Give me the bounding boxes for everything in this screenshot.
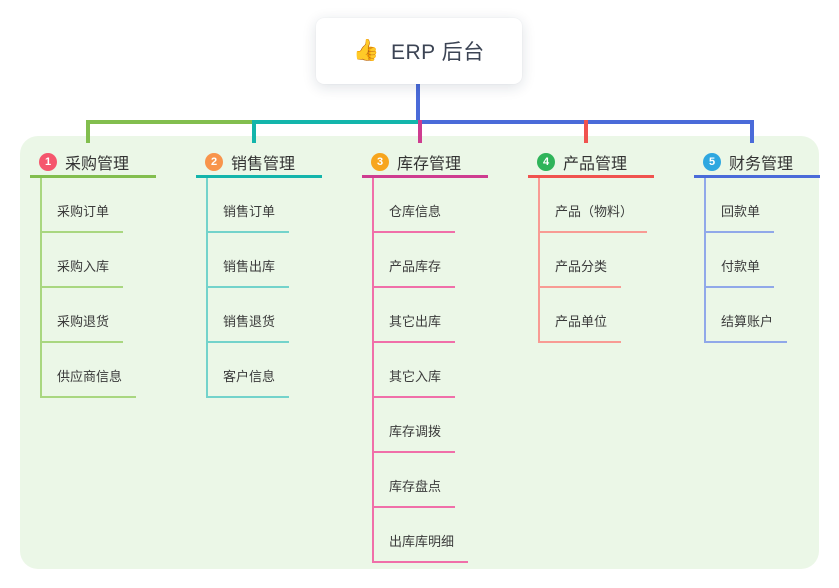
branch-number-badge: 4 <box>537 153 555 171</box>
branch-items: 销售订单销售出库销售退货客户信息 <box>206 178 290 398</box>
branch-heading-5[interactable]: 5 财务管理 <box>694 149 820 178</box>
branch-item[interactable]: 产品库存 <box>372 258 456 288</box>
branch-item[interactable]: 结算账户 <box>704 313 788 343</box>
branch-item[interactable]: 回款单 <box>704 203 775 233</box>
branch-item[interactable]: 产品单位 <box>538 313 622 343</box>
bus-segment-left <box>86 120 256 124</box>
branch-items: 回款单付款单结算账户 <box>704 178 788 343</box>
root-node[interactable]: 👍 ERP 后台 <box>316 18 522 84</box>
branch-label: 财务管理 <box>729 156 794 173</box>
branch-tree-line <box>372 178 374 562</box>
branch-items: 产品（物料） 产品分类产品单位 <box>538 178 648 343</box>
branch-label: 库存管理 <box>397 156 462 173</box>
branch-drop-line <box>418 120 422 143</box>
branch-item[interactable]: 其它入库 <box>372 368 456 398</box>
branch-tree-line <box>538 178 540 342</box>
branch-tree-line <box>704 178 706 342</box>
bus-segment-middle <box>252 120 422 124</box>
thumbs-up-icon: 👍 <box>353 39 380 62</box>
branch-number-badge: 3 <box>371 153 389 171</box>
branch-heading-1[interactable]: 1 采购管理 <box>30 149 156 178</box>
branch-item[interactable]: 销售出库 <box>206 258 290 288</box>
branch-items: 采购订单采购入库采购退货供应商信息 <box>40 178 137 398</box>
branch-label: 采购管理 <box>65 156 130 173</box>
branch-item[interactable]: 销售退货 <box>206 313 290 343</box>
branch-items: 仓库信息产品库存其它出库其它入库库存调拨库存盘点出库库明细 <box>372 178 469 563</box>
branch-item[interactable]: 产品分类 <box>538 258 622 288</box>
branch-item[interactable]: 付款单 <box>704 258 775 288</box>
branch-drop-line <box>252 120 256 143</box>
branch-item[interactable]: 其它出库 <box>372 313 456 343</box>
branch-heading-4[interactable]: 4 产品管理 <box>528 149 654 178</box>
root-connector-line <box>416 84 420 122</box>
branch-number-badge: 2 <box>205 153 223 171</box>
branch-item[interactable]: 采购订单 <box>40 203 124 233</box>
branch-number-badge: 1 <box>39 153 57 171</box>
branch-item[interactable]: 销售订单 <box>206 203 290 233</box>
branch-item[interactable]: 采购退货 <box>40 313 124 343</box>
branch-heading-2[interactable]: 2 销售管理 <box>196 149 322 178</box>
branch-label: 销售管理 <box>231 156 296 173</box>
branch-item[interactable]: 仓库信息 <box>372 203 456 233</box>
branch-item[interactable]: 出库库明细 <box>372 533 469 563</box>
branch-item[interactable]: 产品（物料） <box>538 203 648 233</box>
branch-number-badge: 5 <box>703 153 721 171</box>
branch-heading-3[interactable]: 3 库存管理 <box>362 149 488 178</box>
branch-item[interactable]: 库存调拨 <box>372 423 456 453</box>
branch-drop-line <box>584 120 588 143</box>
branch-item[interactable]: 供应商信息 <box>40 368 137 398</box>
root-title: ERP 后台 <box>391 41 485 64</box>
branch-drop-line <box>750 120 754 143</box>
branch-item[interactable]: 客户信息 <box>206 368 290 398</box>
branches-panel <box>20 136 819 569</box>
branch-item[interactable]: 采购入库 <box>40 258 124 288</box>
branch-item[interactable]: 库存盘点 <box>372 478 456 508</box>
branch-label: 产品管理 <box>563 156 628 173</box>
branch-drop-line <box>86 120 90 143</box>
